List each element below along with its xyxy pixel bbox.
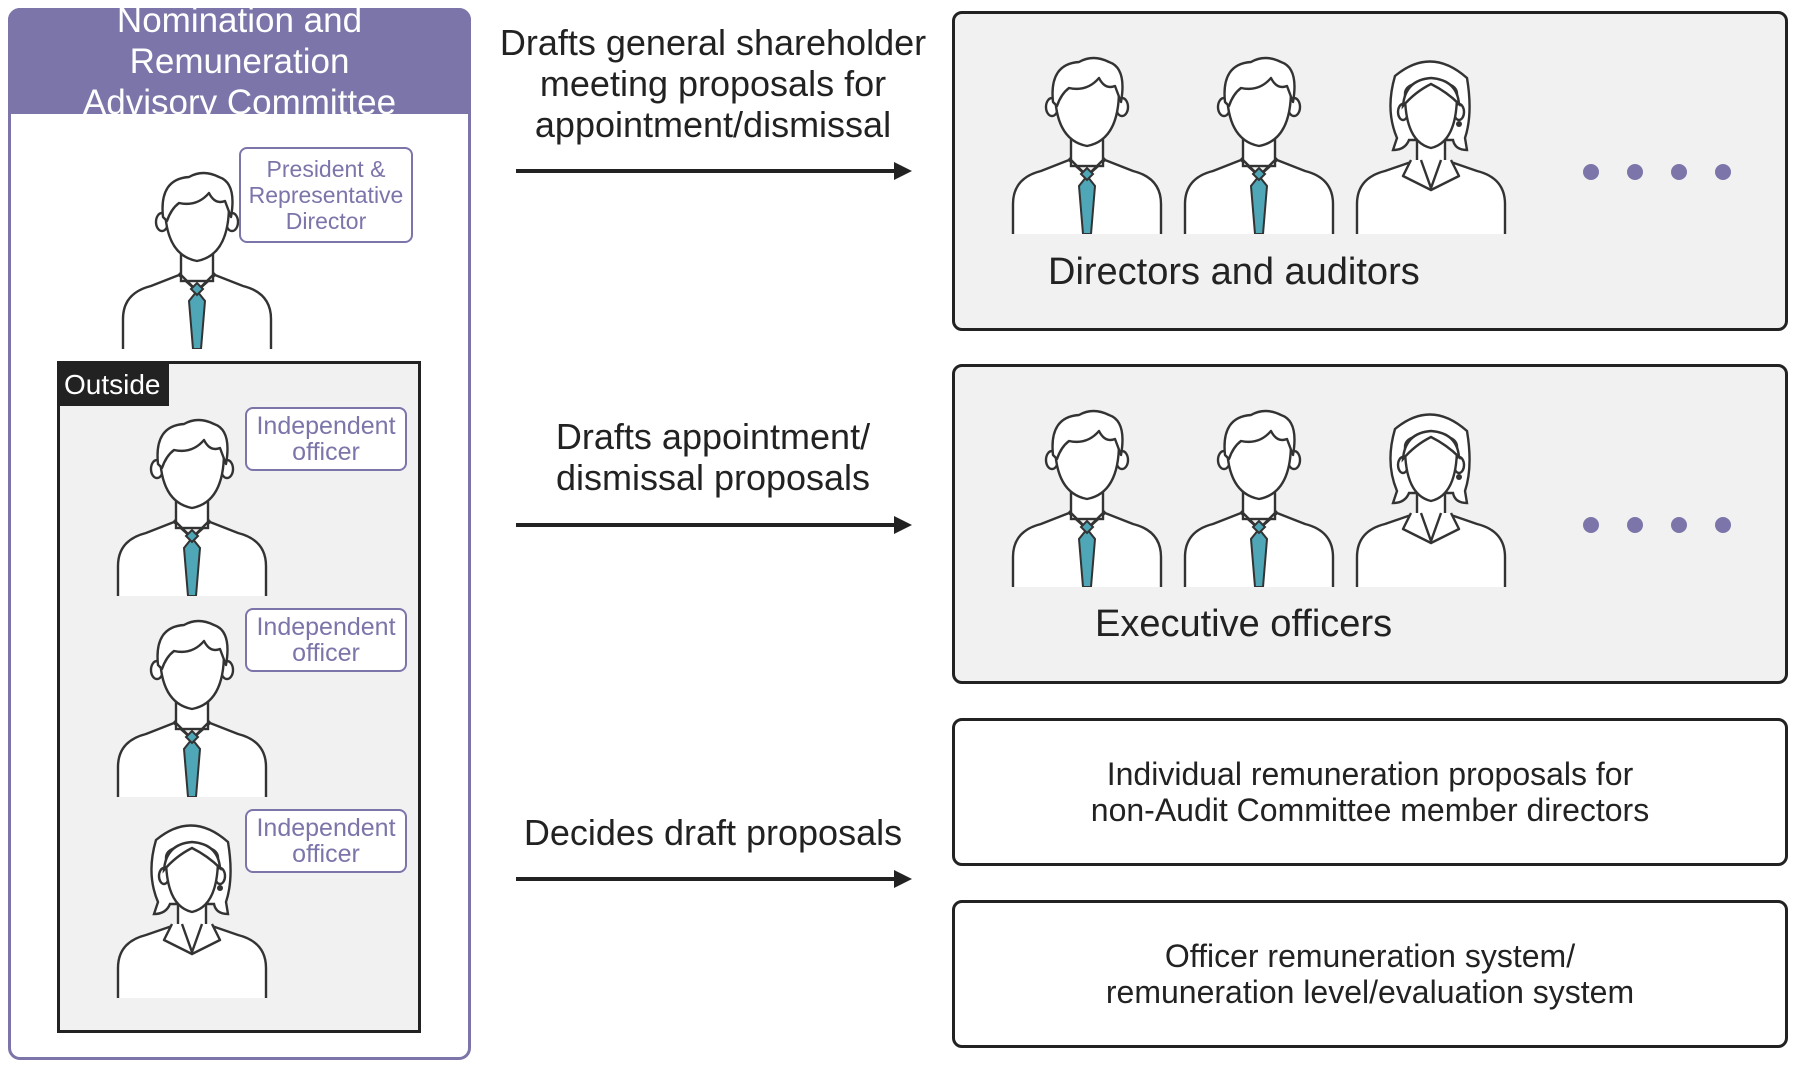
action-label-decides: Decides draft proposals xyxy=(523,812,903,853)
female-person-icon xyxy=(116,818,268,998)
male-person-icon xyxy=(1183,54,1335,234)
remuneration-system-box: Officer remuneration system/ remuneratio… xyxy=(952,900,1788,1048)
committee-panel: Nomination and Remuneration Advisory Com… xyxy=(8,1,471,1060)
executive-officers-caption: Executive officers xyxy=(1095,603,1393,645)
executive-officers-box: Executive officers xyxy=(952,364,1788,684)
action-label-appointment: Drafts appointment/ dismissal proposals xyxy=(555,416,871,498)
arrow-right-icon xyxy=(516,162,912,180)
committee-title: Nomination and Remuneration Advisory Com… xyxy=(8,1,471,122)
male-person-icon xyxy=(1183,407,1335,587)
arrow-right-icon xyxy=(516,516,912,534)
female-person-icon xyxy=(1355,54,1507,234)
male-person-icon xyxy=(121,169,273,349)
individual-remuneration-box: Individual remuneration proposals for no… xyxy=(952,718,1788,866)
independent-officer-tag: Independent officer xyxy=(245,809,407,873)
directors-auditors-box: Directors and auditors xyxy=(952,11,1788,331)
independent-officer-tag: Independent officer xyxy=(245,608,407,672)
president-tag: President & Representative Director xyxy=(239,147,413,243)
male-person-icon xyxy=(1011,407,1163,587)
outside-label: Outside xyxy=(60,364,169,406)
more-dots-icon xyxy=(1583,517,1731,533)
male-person-icon xyxy=(116,617,268,797)
more-dots-icon xyxy=(1583,164,1731,180)
arrow-right-icon xyxy=(516,870,912,888)
action-label-general-meeting: Drafts general shareholder meeting propo… xyxy=(499,22,927,145)
directors-auditors-caption: Directors and auditors xyxy=(1048,251,1420,293)
female-person-icon xyxy=(1355,407,1507,587)
independent-officer-tag: Independent officer xyxy=(245,407,407,471)
male-person-icon xyxy=(116,416,268,596)
male-person-icon xyxy=(1011,54,1163,234)
outside-directors-group: Outside Independent officer Independent … xyxy=(57,361,421,1033)
